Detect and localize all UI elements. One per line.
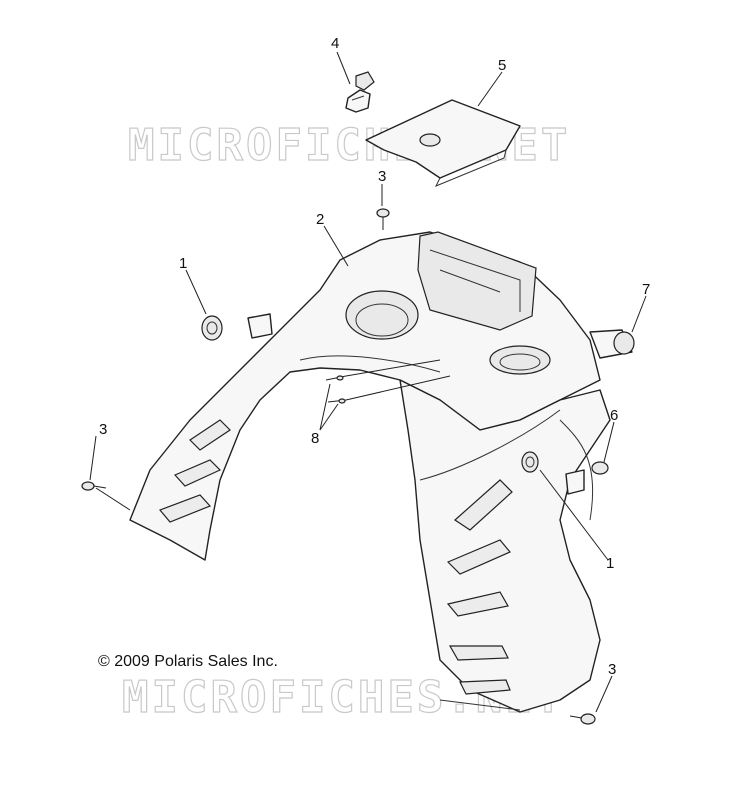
vents-right (446, 479, 513, 695)
callout-8: 8 (311, 430, 319, 447)
callout-3-top: 3 (378, 168, 386, 185)
part-6-nut (591, 461, 609, 475)
leader-lines (89, 51, 647, 713)
callout-1-left: 1 (179, 255, 187, 272)
part-8-rivets (325, 375, 347, 404)
part-3-screw-left (81, 481, 107, 491)
vents-left (158, 419, 231, 523)
callout-1-right: 1 (606, 555, 614, 572)
part-7-tube (589, 329, 635, 359)
callout-3-left: 3 (99, 421, 107, 438)
callout-3-bottom: 3 (608, 661, 616, 678)
callout-2: 2 (316, 211, 324, 228)
part-1-grommet-right (521, 451, 585, 495)
part-5-cover (365, 99, 521, 187)
callout-4: 4 (331, 35, 339, 52)
part-3-screw-top (376, 208, 390, 230)
callout-5: 5 (498, 57, 506, 74)
copyright-notice: © 2009 Polaris Sales Inc. (98, 653, 278, 670)
part-3-screw-bottom (569, 713, 596, 725)
part-1-grommet-left (201, 313, 273, 341)
callout-6: 6 (610, 407, 618, 424)
part-4-latch (345, 71, 375, 113)
callout-7: 7 (642, 281, 650, 298)
